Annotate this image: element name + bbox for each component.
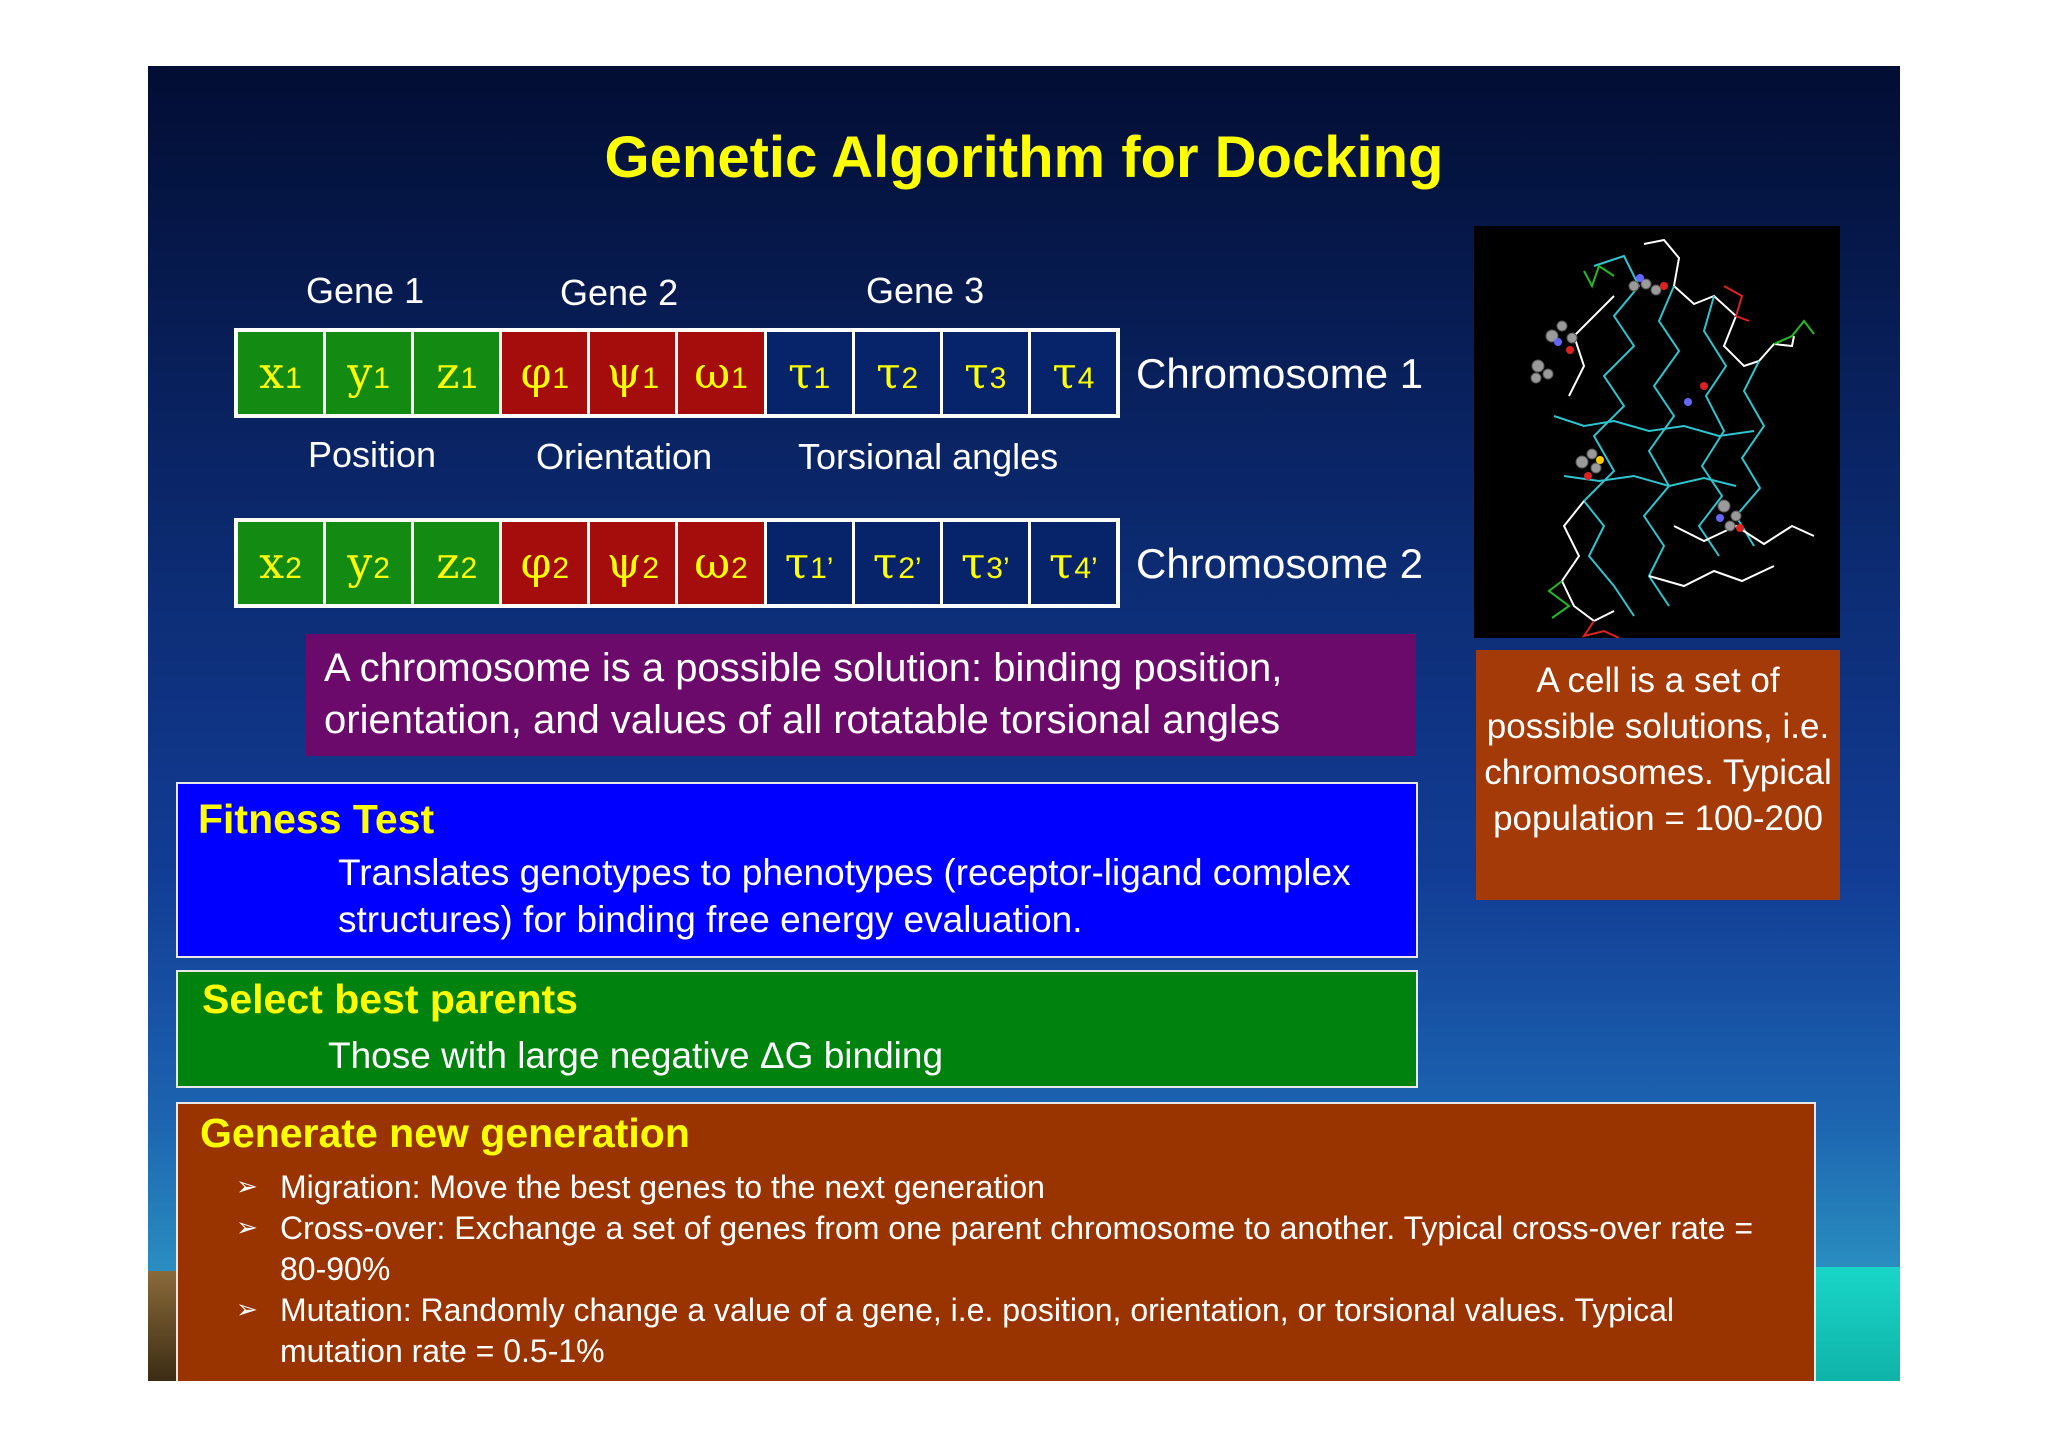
- arrow-bullet-icon: ➢: [236, 1172, 258, 1202]
- new-generation-heading: Generate new generation: [200, 1110, 690, 1156]
- fitness-test-box: Fitness Test Translates genotypes to phe…: [176, 782, 1418, 958]
- slide-title: Genetic Algorithm for Docking: [604, 125, 1444, 190]
- gene-1-label: Gene 1: [306, 270, 425, 311]
- gene-2-label: Gene 2: [560, 272, 679, 313]
- gene-3-label: Gene 3: [866, 270, 985, 311]
- select-parents-box: Select best parents Those with large neg…: [176, 970, 1418, 1088]
- chromosome-2-label: Chromosome 2: [1136, 540, 1424, 587]
- position-label: Position: [308, 434, 437, 475]
- protein-structure-image: [1474, 226, 1840, 639]
- chromosome-1-label: Chromosome 1: [1136, 350, 1424, 397]
- slide: Genetic Algorithm for Docking Gene 1 Gen…: [148, 66, 1900, 1381]
- arrow-bullet-icon: ➢: [236, 1213, 258, 1243]
- new-generation-box: Generate new generation ➢Migration: Move…: [176, 1102, 1816, 1381]
- select-parents-text: Those with large negative ΔG binding: [328, 1035, 944, 1076]
- chromosome-definition-box: A chromosome is a possible solution: bin…: [306, 634, 1416, 756]
- select-parents-heading: Select best parents: [202, 976, 578, 1022]
- arrow-bullet-icon: ➢: [236, 1295, 258, 1325]
- population-note-box: A cell is a set of possible solutions, i…: [1476, 650, 1840, 900]
- new-generation-list: ➢Migration: Move the best genes to the n…: [200, 1167, 1792, 1372]
- fitness-test-heading: Fitness Test: [198, 796, 435, 842]
- orientation-label: Orientation: [536, 436, 713, 477]
- fitness-test-text: Translates genotypes to phenotypes (rece…: [338, 852, 1351, 940]
- list-item: ➢Mutation: Randomly change a value of a …: [236, 1292, 1675, 1369]
- list-item: ➢Cross-over: Exchange a set of genes fro…: [236, 1210, 1754, 1287]
- torsional-angles-label: Torsional angles: [798, 436, 1059, 477]
- list-item: ➢Migration: Move the best genes to the n…: [236, 1167, 1792, 1208]
